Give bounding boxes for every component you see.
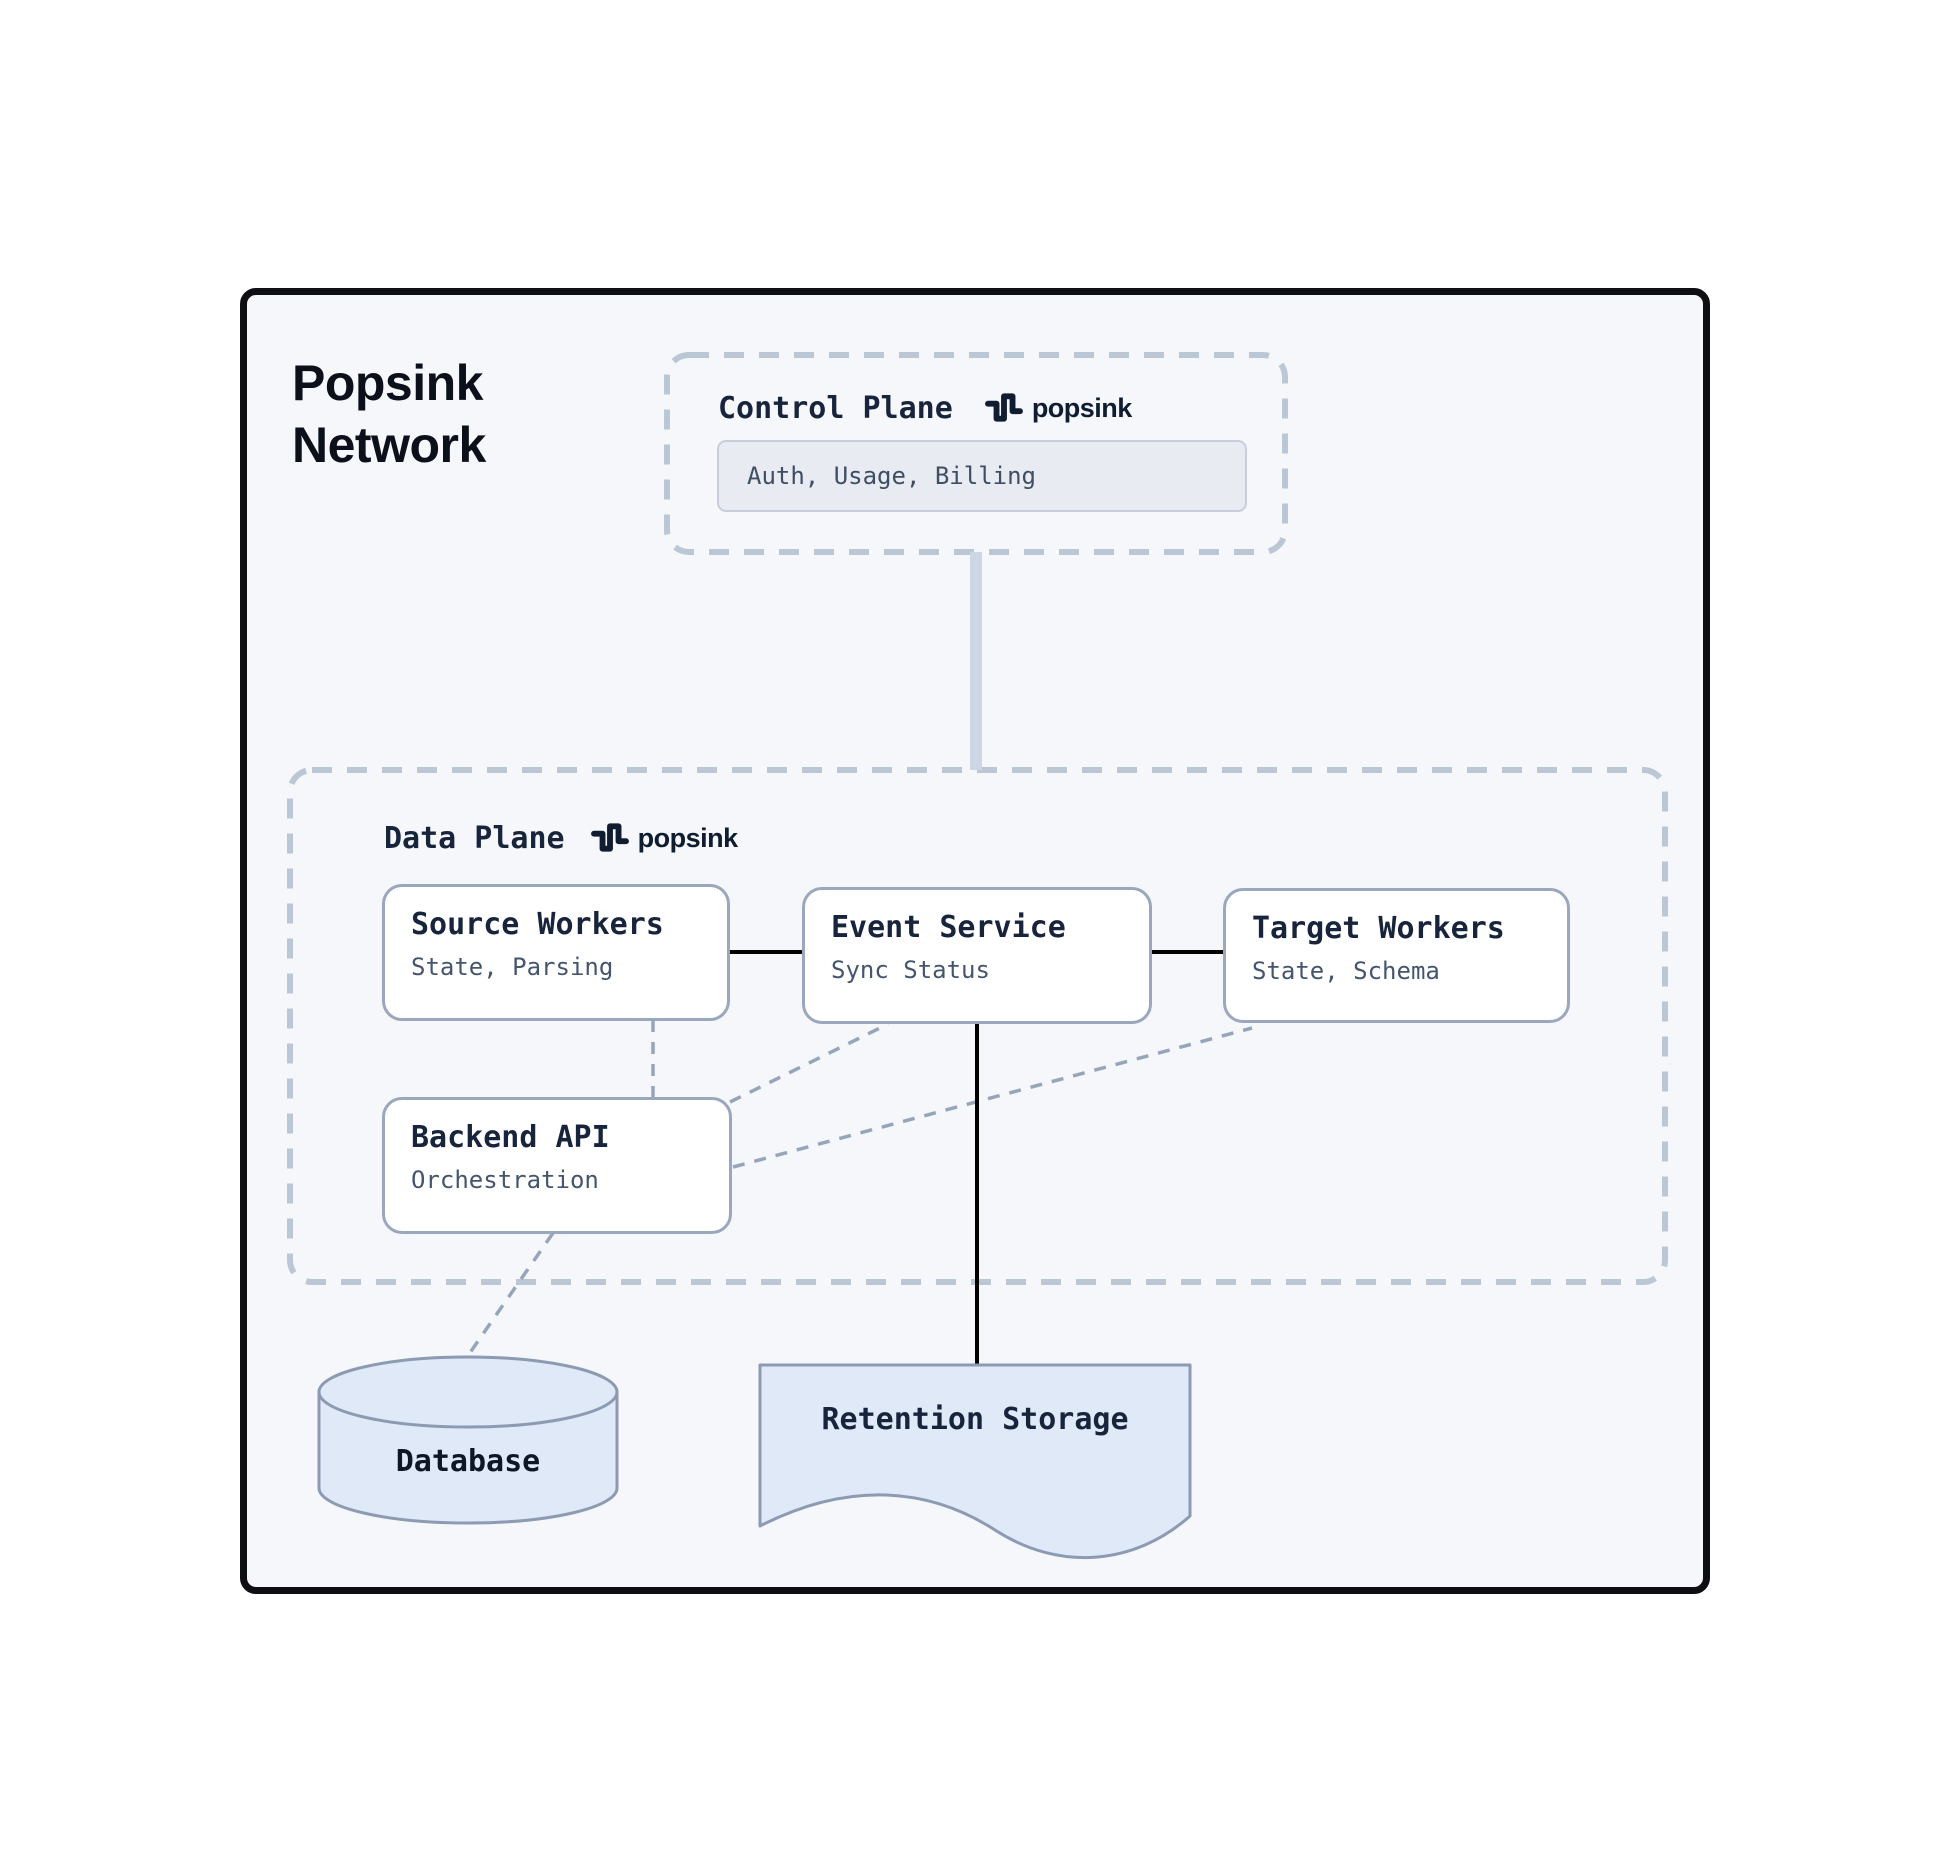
node-backend-api-title: Backend API: [411, 1120, 610, 1155]
node-event-service-title: Event Service: [831, 910, 1066, 945]
control-plane-title: Control Plane: [718, 390, 953, 426]
node-source-workers-subtitle: State, Parsing: [411, 953, 614, 981]
control-plane-chip-text: Auth, Usage, Billing: [747, 462, 1036, 490]
database-cylinder-body: [317, 1390, 619, 1525]
popsink-wordmark: popsink: [589, 822, 738, 854]
page-title-line2: Network: [292, 417, 486, 473]
retention-storage-shape: [758, 1363, 1192, 1560]
control-plane-chip: Auth, Usage, Billing: [717, 440, 1247, 512]
database-cylinder: [317, 1355, 619, 1525]
node-backend-api: Backend API Orchestration: [382, 1097, 732, 1234]
control-plane-dashed-box: [664, 352, 1288, 555]
node-target-workers-title: Target Workers: [1252, 911, 1505, 946]
data-plane-title: Data Plane: [384, 820, 565, 856]
page-title-line1: Popsink: [292, 355, 483, 411]
data-plane-header: Data Plane popsink: [384, 816, 738, 860]
node-target-workers: Target Workers State, Schema: [1223, 888, 1570, 1023]
database-cylinder-top: [317, 1355, 619, 1429]
node-target-workers-subtitle: State, Schema: [1252, 957, 1440, 985]
connector-backend-api-to-target-workers: [732, 1026, 1253, 1169]
pulse-wave-icon: [984, 393, 1023, 422]
node-source-workers: Source Workers State, Parsing: [382, 884, 730, 1021]
connector-backend-api-to-event-service: [729, 1022, 889, 1104]
node-event-service-subtitle: Sync Status: [831, 956, 990, 984]
connector-backend-api-to-database: [465, 1232, 555, 1358]
popsink-wordmark-text: popsink: [1031, 392, 1133, 423]
pulse-wave-icon: [590, 823, 629, 852]
popsink-wordmark-text: popsink: [637, 822, 739, 853]
node-event-service: Event Service Sync Status: [802, 887, 1152, 1024]
database-label: Database: [395, 1444, 541, 1479]
control-plane-header: Control Plane popsink: [718, 386, 1132, 430]
node-source-workers-title: Source Workers: [411, 907, 664, 942]
node-backend-api-subtitle: Orchestration: [411, 1166, 599, 1194]
popsink-wordmark: popsink: [983, 392, 1132, 424]
retention-storage-label: Retention Storage: [821, 1402, 1129, 1437]
